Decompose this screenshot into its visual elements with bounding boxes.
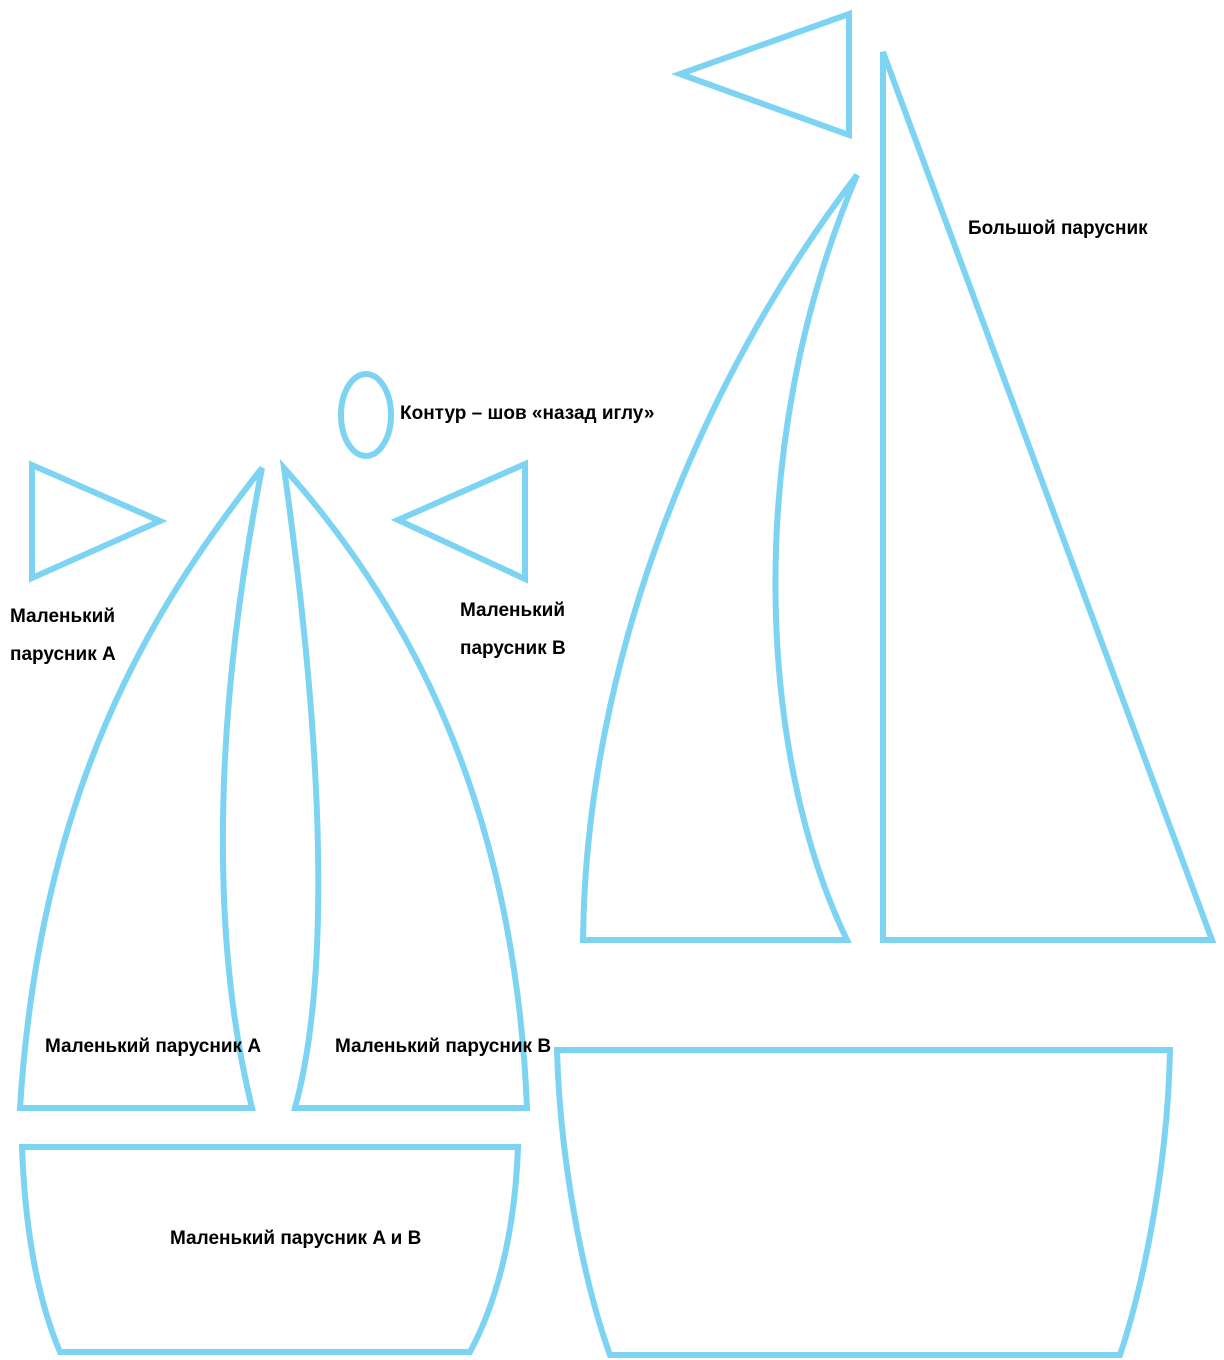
small-b-label-line1: Маленький bbox=[460, 600, 565, 621]
small-boat-a-flag bbox=[29, 460, 168, 583]
small-hull-label: Маленький парусник A и B bbox=[170, 1228, 421, 1249]
large-sail-right bbox=[880, 50, 1217, 943]
sail-b-label: Маленький парусник B bbox=[335, 1036, 551, 1057]
contour-ring bbox=[338, 371, 394, 459]
small-hull bbox=[18, 1144, 522, 1355]
contour-note-label: Контур – шов «назад иглу» bbox=[400, 403, 654, 424]
small-a-label-line1: Маленький bbox=[10, 606, 115, 627]
large-sail-left bbox=[579, 173, 860, 943]
small-sail-b bbox=[279, 458, 531, 1111]
large-boat-flag bbox=[671, 9, 852, 140]
large-hull bbox=[553, 1047, 1174, 1358]
small-sail-a bbox=[16, 466, 265, 1111]
sail-a-label: Маленький парусник A bbox=[45, 1036, 261, 1057]
small-a-label-line2: парусник A bbox=[10, 644, 116, 665]
small-b-label-line2: парусник B bbox=[460, 638, 566, 659]
large-boat-label: Большой парусник bbox=[968, 218, 1148, 239]
small-boat-b-flag bbox=[390, 459, 528, 584]
